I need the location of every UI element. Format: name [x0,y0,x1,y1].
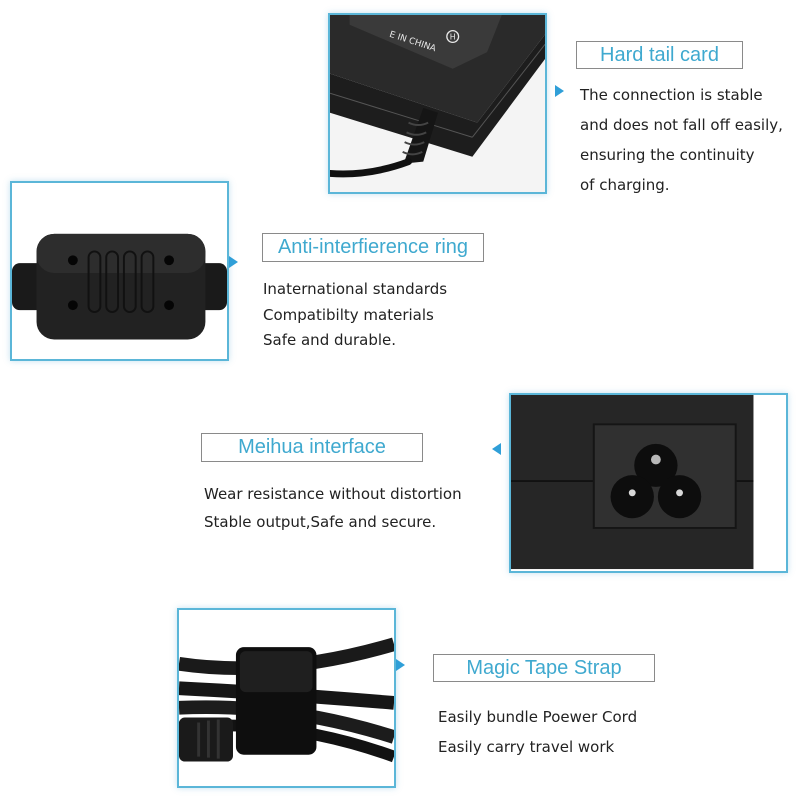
desc-line: Stable output,Safe and secure. [204,513,437,531]
arrow-left-icon [492,443,501,455]
magic-tape-strap-title: Magic Tape Strap [433,654,655,682]
svg-text:H: H [450,32,456,41]
adapter-cable-strain-relief-icon: E IN CHINA H [330,15,545,192]
arrow-right-icon [555,85,564,97]
desc-line: Safe and durable. [263,331,397,349]
anti-interference-ring-title: Anti-interfierence ring [262,233,484,262]
arrow-right-icon [396,659,405,671]
desc-line: ensuring the continuity [580,146,755,164]
desc-line: The connection is stable [580,86,763,104]
desc-line: of charging. [580,176,670,194]
meihua-interface-title: Meihua interface [201,433,423,462]
desc-line: Easily carry travel work [438,738,615,756]
velcro-cable-strap-icon [179,610,394,786]
c5-cloverleaf-socket-icon [511,395,786,571]
meihua-interface-image [509,393,788,573]
desc-line: Inaternational standards [263,280,448,298]
desc-line: Compatibilty materials [263,305,434,324]
desc-line: Easily bundle Poewer Cord [438,708,638,726]
arrow-right-icon [229,256,238,268]
hard-tail-card-description: The connection is stable and does not fa… [580,80,783,200]
anti-interference-ring-description: Inaternational standards Compatibilty ma… [263,277,447,354]
desc-line: Wear resistance without distortion [204,485,462,503]
meihua-interface-description: Wear resistance without distortion Stabl… [204,480,462,536]
anti-interference-ring-image [10,181,229,361]
desc-line: and does not fall off easily, [580,116,783,134]
magic-tape-strap-image [177,608,396,788]
hard-tail-card-title: Hard tail card [576,41,743,69]
hard-tail-card-image: E IN CHINA H [328,13,547,194]
ferrite-core-icon [12,183,227,359]
magic-tape-strap-description: Easily bundle Poewer Cord Easily carry t… [438,702,637,762]
